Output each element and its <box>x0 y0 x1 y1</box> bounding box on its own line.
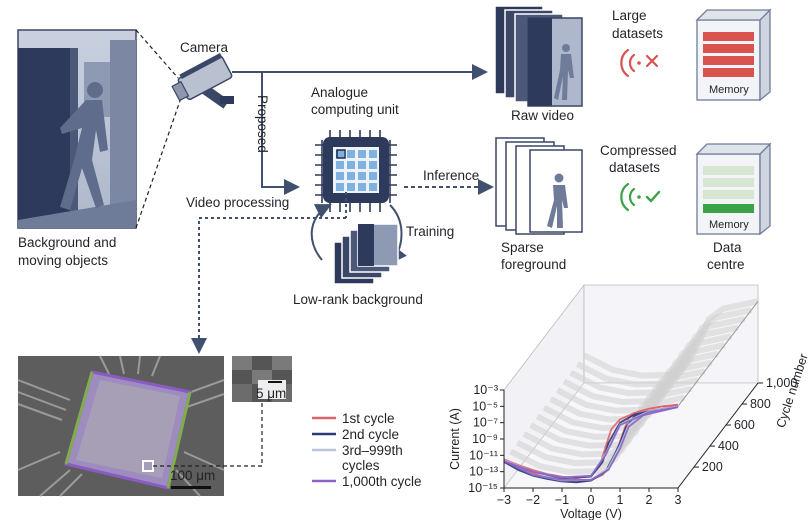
legend-item-3: 3rd–999th <box>342 443 403 458</box>
series-4-reverse <box>503 406 679 479</box>
x-tick-label-1: −2 <box>526 493 540 507</box>
memory-label-top: Memory <box>709 84 749 96</box>
proposed-label: Proposed <box>255 95 270 153</box>
server-icon <box>695 8 772 102</box>
large-datasets-line2: datasets <box>612 26 663 41</box>
y-tick-label-1: 10⁻⁵ <box>472 399 498 413</box>
compressed-datasets-line1: Compressed <box>600 143 677 158</box>
compressed-datasets-line2: datasets <box>609 160 660 175</box>
z-axis-label: Cycle number <box>774 352 811 430</box>
chip-micrograph <box>17 355 225 497</box>
view-line-top <box>135 29 179 79</box>
signal-icon <box>620 182 641 212</box>
training-arrow-left <box>310 204 332 261</box>
y-tick-label-0: 10⁻³ <box>473 383 498 397</box>
legend-item-3-cont: cycles <box>342 458 380 473</box>
cross-icon <box>645 54 659 68</box>
inference-label: Inference <box>423 168 479 183</box>
memory-label-bottom: Memory <box>709 219 749 231</box>
walking-person-icon <box>60 82 108 210</box>
z-axis <box>677 382 759 489</box>
sparse-label-line2: foreground <box>501 257 566 272</box>
data-centre-line1: Data <box>713 240 742 255</box>
training-label: Training <box>406 224 454 239</box>
legend-item-2: 2nd cycle <box>342 427 399 442</box>
surface-edge <box>677 301 759 407</box>
legend-item-1: 1st cycle <box>342 411 395 426</box>
signal-icon <box>620 48 641 78</box>
low-rank-label: Low-rank background <box>293 292 423 307</box>
x-tick-label-5: 2 <box>646 493 653 507</box>
x-tick-label-3: 0 <box>588 493 595 507</box>
data-centre-line2: centre <box>707 257 745 272</box>
background-label-line2: moving objects <box>18 253 108 268</box>
background-scene <box>17 29 137 229</box>
low-rank-background-frames <box>333 223 399 285</box>
x-tick-label-2: −1 <box>555 493 569 507</box>
sparse-foreground-frames <box>495 137 583 235</box>
z-tick-label-3: 800 <box>750 397 771 411</box>
y-tick-label-6: 10⁻¹⁵ <box>468 481 498 495</box>
large-datasets-line1: Large <box>612 8 647 23</box>
z-tick-label-4: 1,000 <box>766 376 797 390</box>
iv-chart: −3 −2 −1 0 1 2 3 10⁻³ 10⁻⁵ 10⁻⁷ 10⁻⁹ 10⁻¹¹ 10⁻¹³ 10⁻¹… <box>448 283 811 521</box>
y-tick-label-2: 10⁻⁷ <box>473 416 499 430</box>
x-tick-label-6: 3 <box>675 493 682 507</box>
series-4-forward <box>503 406 679 481</box>
arrow-chip-to-micrograph <box>191 217 346 354</box>
chip-icon <box>315 130 397 212</box>
raw-video-label: Raw video <box>511 108 574 123</box>
micrograph-inset <box>232 356 292 402</box>
z-tick-label-0: 200 <box>702 460 723 474</box>
z-tick-label-1: 400 <box>718 439 739 453</box>
foreground-person-icon <box>547 173 568 228</box>
x-axis-label: Voltage (V) <box>560 507 622 520</box>
camera-label: Camera <box>180 40 229 55</box>
server-icon <box>695 142 772 236</box>
scale-label-small: 5 μm <box>256 386 286 401</box>
zoom-connector <box>153 402 263 467</box>
x-tick-label-4: 1 <box>617 493 624 507</box>
raw-video-frames <box>494 5 583 107</box>
analogue-label-line1: Analogue <box>311 85 368 100</box>
raw-video-person-icon <box>554 44 574 100</box>
y-axis-label: Current (A) <box>448 408 462 470</box>
y-tick-label-3: 10⁻⁹ <box>472 432 498 446</box>
z-tick-label-2: 600 <box>734 418 755 432</box>
arrow-proposed-path <box>261 72 300 195</box>
video-processing-label: Video processing <box>186 195 289 210</box>
background-label-line1: Background and <box>18 235 116 250</box>
camera-icon <box>171 53 234 109</box>
view-line-bottom <box>135 94 183 229</box>
check-icon <box>645 190 661 203</box>
y-tick-label-5: 10⁻¹³ <box>469 465 498 479</box>
scale-label-large: 100 μm <box>170 468 215 483</box>
analogue-label-line2: computing unit <box>311 102 399 117</box>
chart-legend: 1st cycle 2nd cycle 3rd–999th cycles 1,0… <box>312 411 422 489</box>
legend-item-4: 1,000th cycle <box>342 474 422 489</box>
y-tick-label-4: 10⁻¹¹ <box>469 448 498 462</box>
x-tick-label-0: −3 <box>497 493 511 507</box>
sparse-label-line1: Sparse <box>501 240 544 255</box>
